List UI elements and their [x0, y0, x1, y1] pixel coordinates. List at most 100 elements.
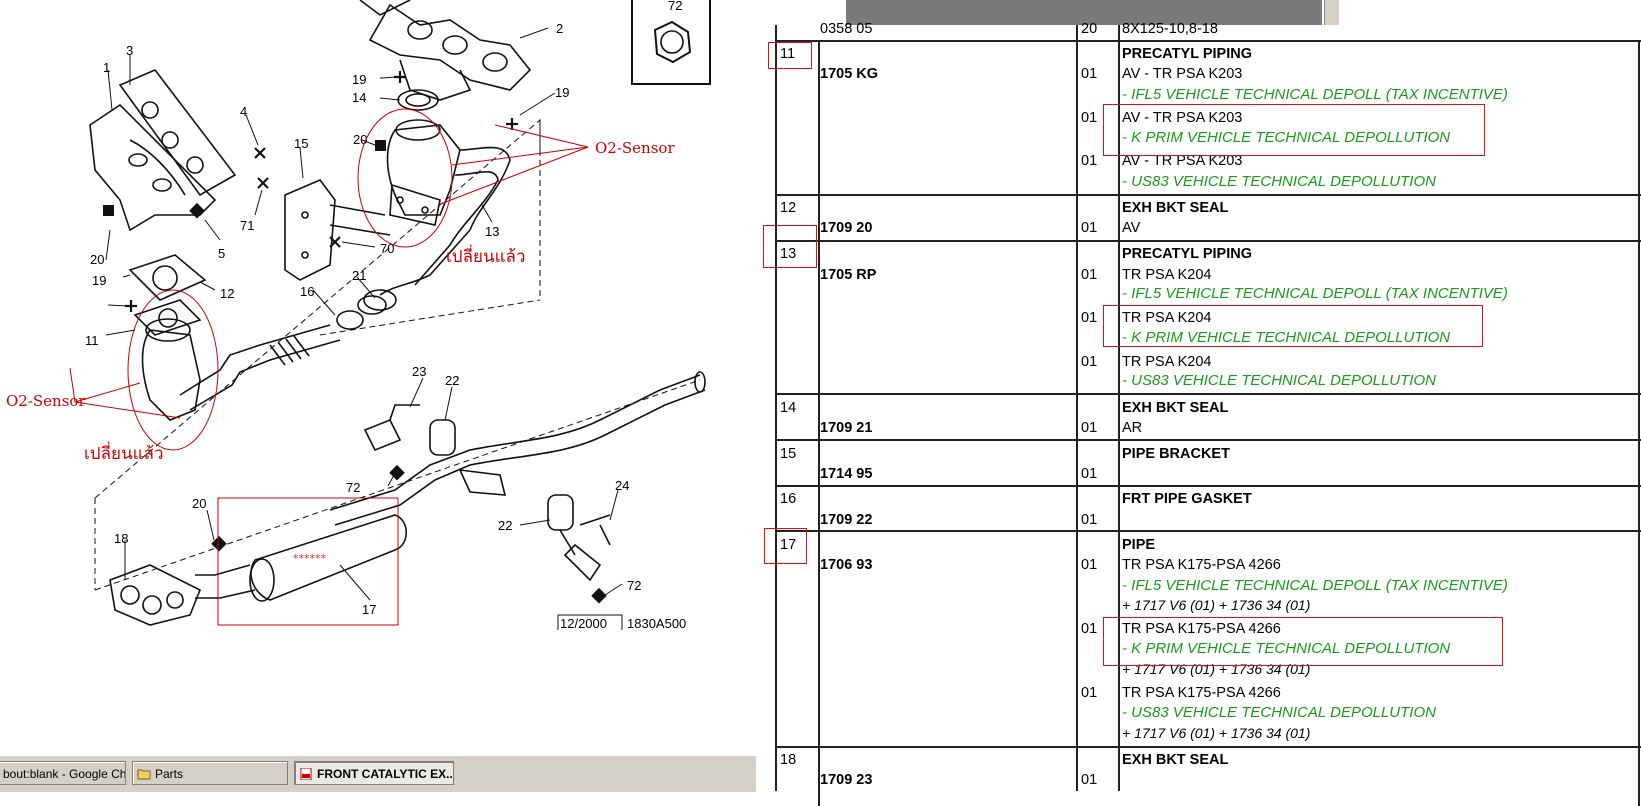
o2-sensor-callout-lower: O2-Sensor: [6, 392, 86, 410]
svg-text:70: 70: [380, 241, 394, 256]
row-number-12: 12: [780, 200, 797, 216]
muffler-highlight-box: [217, 497, 399, 626]
svg-text:18: 18: [114, 531, 128, 546]
row-desc: TR PSA K204: [1122, 354, 1212, 370]
row-qty: 01: [1081, 557, 1098, 573]
row-qty: 01: [1081, 466, 1098, 482]
scrollbar-end: [1324, 0, 1339, 25]
row-number-14: 14: [780, 400, 797, 416]
fastener-20-icon: [103, 205, 114, 216]
row-qty: 01: [1081, 153, 1098, 169]
part-number-72-top: 72: [668, 0, 682, 13]
svg-text:1: 1: [103, 60, 110, 75]
row-note: + 1717 V6 (01) + 1736 34 (01): [1122, 725, 1311, 741]
svg-text:20: 20: [353, 132, 367, 147]
highlight-kprim-11: [1103, 104, 1485, 156]
svg-text:24: 24: [615, 478, 629, 493]
row-variant: - IFL5 VEHICLE TECHNICAL DEPOLL (TAX INC…: [1122, 285, 1508, 302]
row-title-13: PRECATYL PIPING: [1122, 246, 1252, 262]
svg-text:3: 3: [126, 43, 133, 58]
o2-sensor-circle-upper: [357, 108, 453, 248]
table-qty: 20: [1081, 21, 1098, 37]
row-qty: 01: [1081, 685, 1098, 701]
highlight-kprim-13: [1103, 305, 1483, 347]
row-title-14: EXH BKT SEAL: [1122, 400, 1229, 416]
row-variant: - K PRIM VEHICLE TECHNICAL DEPOLLUTION: [1122, 640, 1451, 657]
table-line: [775, 485, 1641, 487]
row-variant: - US83 VEHICLE TECHNICAL DEPOLLUTION: [1122, 173, 1436, 190]
row-desc: AV - TR PSA K203: [1122, 110, 1243, 126]
taskbar-item-label: Parts: [155, 767, 184, 781]
row-variant: - K PRIM VEHICLE TECHNICAL DEPOLLUTION: [1122, 329, 1451, 346]
row-title-16: FRT PIPE GASKET: [1122, 491, 1252, 507]
table-line: [775, 393, 1641, 395]
taskbar-item-label: FRONT CATALYTIC EX...: [317, 767, 454, 781]
row-qty: 01: [1081, 310, 1098, 326]
horizontal-scrollbar-thumb[interactable]: [846, 0, 1322, 25]
row-variant: - US83 VEHICLE TECHNICAL DEPOLLUTION: [1122, 372, 1436, 389]
table-line: [1638, 40, 1640, 806]
folder-icon: [137, 764, 151, 780]
taskbar-item-pdf-viewer[interactable]: FRONT CATALYTIC EX...: [294, 761, 454, 785]
row-qty: 01: [1081, 66, 1098, 82]
svg-text:2: 2: [556, 21, 563, 36]
taskbar-item-parts-folder[interactable]: Parts: [132, 761, 288, 785]
row-qty: 01: [1081, 772, 1098, 788]
table-line: [1118, 25, 1120, 791]
row-desc: TR PSA K175-PSA 4266: [1122, 557, 1281, 573]
o2-sensor-circle-lower: [127, 289, 219, 451]
svg-text:23: 23: [412, 364, 426, 379]
svg-text:5: 5: [218, 246, 225, 261]
row-desc: AV: [1122, 220, 1141, 236]
svg-text:12: 12: [220, 286, 234, 301]
row-qty: 01: [1081, 220, 1098, 236]
taskbar-item-label: bout:blank - Google Chr...: [3, 767, 126, 781]
row-title-12: EXH BKT SEAL: [1122, 200, 1229, 216]
drawing-date-stamp: 12/2000: [560, 616, 607, 631]
row-number-18: 18: [780, 752, 797, 768]
row-number-15: 15: [780, 446, 797, 462]
taskbar-item-chrome[interactable]: bout:blank - Google Chr...: [0, 761, 126, 785]
row-note: + 1717 V6 (01) + 1736 34 (01): [1122, 597, 1311, 613]
replaced-note-lower: เปลี่ยนแล้ว: [84, 444, 164, 464]
svg-text:19: 19: [555, 85, 569, 100]
table-line: [775, 240, 1641, 242]
svg-text:20: 20: [192, 496, 206, 511]
row-ref-11: 1705 KG: [820, 66, 879, 82]
row-qty: 01: [1081, 354, 1098, 370]
row-number-17: 17: [780, 537, 797, 553]
replaced-note-upper: เปลี่ยนแล้ว: [446, 247, 526, 267]
svg-text:22: 22: [445, 373, 459, 388]
row-ref-16: 1709 22: [820, 512, 873, 528]
drawing-code-stamp: 1830A500: [627, 616, 686, 631]
table-line: [775, 40, 1641, 42]
table-line: [775, 746, 1641, 748]
row-variant: - IFL5 VEHICLE TECHNICAL DEPOLL (TAX INC…: [1122, 577, 1508, 594]
row-qty: 01: [1081, 267, 1098, 283]
table-desc: 8X125-10,8-18: [1122, 21, 1218, 37]
o2-sensor-callout-upper: O2-Sensor: [595, 139, 675, 157]
svg-text:21: 21: [352, 268, 366, 283]
svg-text:11: 11: [85, 333, 99, 348]
svg-text:20: 20: [90, 252, 104, 267]
row-number-16: 16: [780, 491, 797, 507]
svg-text:4: 4: [240, 104, 247, 119]
svg-text:16: 16: [300, 284, 314, 299]
row-qty: 01: [1081, 512, 1098, 528]
row-qty: 01: [1081, 621, 1098, 637]
row-variant: - IFL5 VEHICLE TECHNICAL DEPOLL (TAX INC…: [1122, 86, 1508, 103]
highlight-row-17: [764, 528, 807, 564]
row-title-15: PIPE BRACKET: [1122, 446, 1230, 462]
table-line: [775, 439, 1641, 441]
highlight-kprim-17: [1103, 617, 1503, 666]
row-number-11: 11: [780, 46, 796, 62]
svg-text:71: 71: [240, 218, 254, 233]
row-title-11: PRECATYL PIPING: [1122, 46, 1252, 62]
row-ref-13: 1705 RP: [820, 267, 877, 283]
table-line: [818, 40, 820, 806]
row-ref-12: 1709 20: [820, 220, 873, 236]
row-ref-14: 1709 21: [820, 420, 873, 436]
row-desc: TR PSA K175-PSA 4266: [1122, 685, 1281, 701]
svg-text:19: 19: [92, 273, 106, 288]
